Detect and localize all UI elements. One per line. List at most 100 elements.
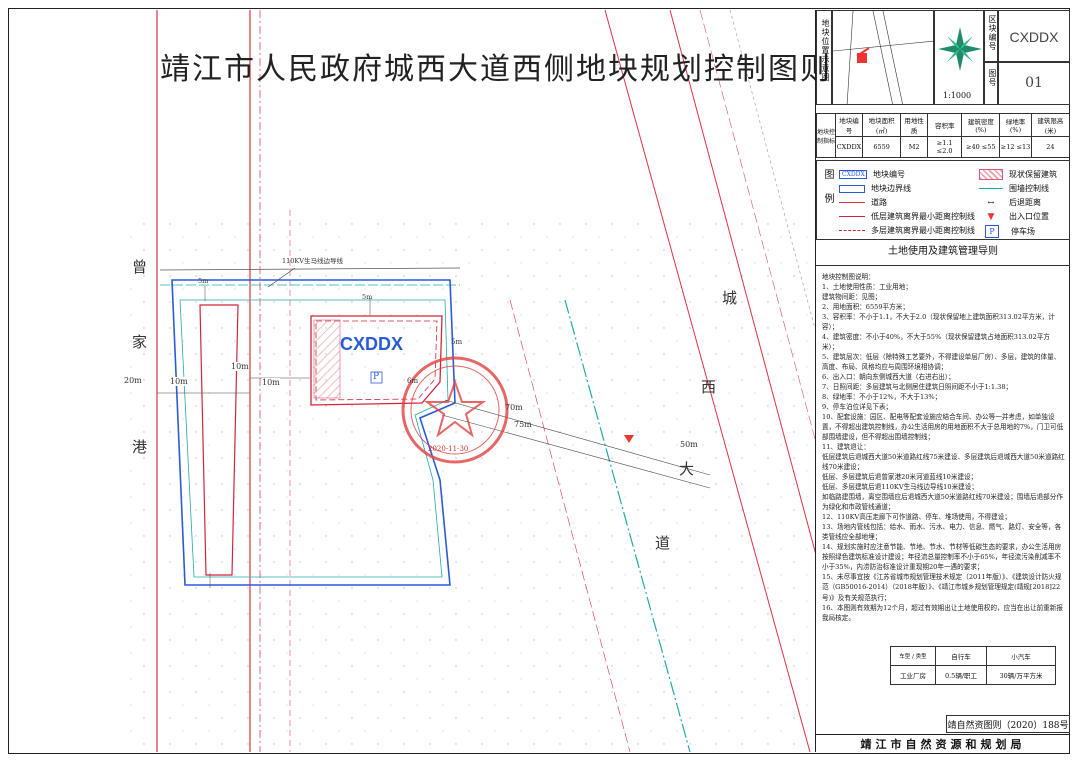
legend-item: 道路 <box>839 197 887 208</box>
rule-line: 9、停车泊位详见下表； <box>822 403 893 412</box>
stamp-date: 2020-11-30 <box>428 445 469 453</box>
entrance-legend-icon: ▼ <box>987 211 995 222</box>
existing-building-swatch-icon <box>979 169 1003 180</box>
parking-corner: 车型 <box>899 654 911 660</box>
parking-icon <box>370 371 383 384</box>
rule-line: 5、建筑层次：低层（除特殊工艺要外，不得建设单层厂房）、多层，建筑的体量、高度、… <box>822 353 1061 372</box>
right-road-edge <box>604 10 811 752</box>
sheet-number: 01 <box>1025 75 1043 91</box>
road-right-char-2: 西 <box>701 378 717 396</box>
district-code-cell: CXDDX <box>998 10 1070 62</box>
legend-label: 图例 <box>822 169 833 217</box>
rule-line: 如临路建围墙，离空围墙应后退城西大道50米道路红线70米建设；围墙后退部分作为绿… <box>822 493 1063 512</box>
location-label-cell: 地块位置示意图 <box>816 10 832 105</box>
rule-line: 地块控制图说明： <box>822 273 875 281</box>
district-label: 区块编号 <box>988 15 997 51</box>
rule-line: 6、出入口：朝向东侧城西大道（右进右出）； <box>822 373 955 382</box>
road-right-char-1: 城 <box>722 289 738 307</box>
rule-line: 11、建筑退让： <box>822 443 870 452</box>
rule-line: 8、绿地率：不小于12%，不大于13%； <box>822 393 942 402</box>
parking-h1: 自行车 <box>935 646 987 666</box>
legend-item: ↔ 后退距离 <box>979 197 1041 208</box>
location-label: 地块位置示意图 <box>821 19 830 82</box>
rule-line: 7、日照间距：多层建筑与北侧居住建筑日照间距不小于1:1.38； <box>822 383 1013 392</box>
index-header: 建筑限高(米) <box>1030 113 1071 137</box>
sheet-label: 图号 <box>988 69 997 87</box>
rule-line: 4、建筑密度：不小于40%，不大于55%（现状保留建筑占地面积313.02平方米… <box>822 333 1051 352</box>
dim-10m-a: 10m <box>170 377 188 386</box>
index-value: ≥40 ≤55 <box>961 136 1001 158</box>
rules-list: 地块控制图说明：1、土地使用性质：工业用地； 建筑物间距：见图；2、用地面积：6… <box>822 272 1066 623</box>
rule-line: 低层建筑后退城西大道50米道路红线75米建设、多层建筑后退城西大道50米道路红线… <box>822 453 1065 472</box>
index-value: ≥1.1 ≤2.0 <box>926 136 963 158</box>
rule-line: 13、场地内管线包括：给水、雨水、污水、电力、信息、燃气、路灯、安全等，各类管线… <box>822 523 1062 542</box>
rules-title: 土地使用及建筑管理导则 <box>816 242 1070 266</box>
road-swatch-icon <box>839 202 865 203</box>
info-panel: 地块位置示意图 1:1000 区块编号 <box>815 10 1071 753</box>
road-left-char-2: 家 <box>132 333 148 351</box>
parking-type-header: 类型 <box>915 654 927 660</box>
index-value: CXDDX <box>835 136 863 158</box>
index-header: 建筑密度(%) <box>961 113 1001 137</box>
road-right-char-4: 道 <box>655 534 671 552</box>
index-header: 地块面积(㎡) <box>861 113 902 137</box>
parking-v1: 0.5辆/职工 <box>935 665 987 685</box>
dim-10m-c: 10m <box>262 378 280 387</box>
index-header: 地块编号 <box>835 113 863 137</box>
issuer: 靖江市自然资源和规划局 <box>816 734 1070 753</box>
rule-line: 建筑物间距：见图； <box>822 293 882 302</box>
index-table: 地块控制指标 地块编号 地块面积(㎡) 用地性质 容积率 建筑密度(%) 绿地率… <box>816 113 1071 158</box>
drawing-frame <box>8 8 1070 754</box>
legend-item: ▼ 出入口位置 <box>979 211 1049 222</box>
rule-line: 1、土地使用性质：工业用地； <box>822 283 912 292</box>
multi-storey-control-line <box>310 315 443 406</box>
power-line-label: 110KV生马线边导线 <box>282 257 343 265</box>
legend-item: CXDDX 地块编号 <box>839 169 905 180</box>
rule-line: 16、本图则有效期为12个月，超过有效期出让土地使用权的，应当在出让前重新报我局… <box>822 603 1063 622</box>
dim-5m-a: 5m <box>198 277 209 285</box>
legend: 图例 CXDDX 地块编号 地块边界线 道路 低层建筑离界最小距离控制线 多层建… <box>816 160 1070 240</box>
multi-storey-swatch-icon <box>839 230 865 231</box>
sheet-no-cell: 01 <box>998 62 1070 105</box>
index-value: 24 <box>1030 136 1071 158</box>
rule-line: 12、110KV高压走廊下可作道路、停车、堆场使用，不得建设； <box>822 513 1011 522</box>
rule-line: 10、配套设施：园区、配电等配套设施应结合车间、办公等一并考虑，如单独设置，不得… <box>822 413 1064 442</box>
district-label-cell: 区块编号 <box>984 10 998 62</box>
legend-item: 地块边界线 <box>839 183 911 194</box>
planning-map <box>120 10 815 752</box>
wall-control-swatch-icon <box>979 188 1003 189</box>
dim-10m-b: 10m <box>231 362 249 371</box>
low-rise-swatch-icon <box>839 216 865 217</box>
road-right-width: 50m <box>680 440 698 449</box>
legend-item: 围墙控制线 <box>979 183 1049 194</box>
parking-legend-icon: P <box>985 225 999 238</box>
boundary-swatch-icon <box>839 184 865 193</box>
index-value: ≥12 ≤13 <box>999 136 1032 158</box>
parking-h2: 小汽车 <box>986 646 1056 666</box>
dim-5m-b: 5m <box>362 293 373 301</box>
existing-building <box>313 319 341 399</box>
compass-cell: 1:1000 <box>934 10 984 105</box>
legend-code-icon: CXDDX <box>839 170 867 179</box>
legend-item: 多层建筑离界最小距离控制线 <box>839 225 975 236</box>
setback-icon: ↔ <box>987 198 995 207</box>
index-value: M2 <box>900 136 928 158</box>
dim-5m-c: 5m <box>451 338 463 346</box>
rule-line: 低层、多层建筑后退曾家港20米河道蓝线10米建设； <box>822 473 978 482</box>
low-rise-control-line <box>199 304 239 576</box>
north-arrow-icon <box>938 27 982 71</box>
location-minimap <box>832 10 934 105</box>
dim-6m: 6m <box>407 377 419 385</box>
district-code: CXDDX <box>1009 29 1059 45</box>
legend-item: P 停车场 <box>979 225 1035 238</box>
parking-row-label: 工业厂房 <box>890 665 936 685</box>
approval-stamp <box>401 356 509 464</box>
parcel-boundary <box>171 279 456 586</box>
sheet-label-cell: 图号 <box>984 62 998 105</box>
legend-item: 现状保留建筑 <box>979 169 1057 180</box>
index-header: 绿地率(%) <box>999 113 1032 137</box>
dim-75m: 75m <box>514 420 532 429</box>
parking-label: P <box>373 372 380 382</box>
rule-line: 3、容积率：不小于1.1，不大于2.0（现状保留地上建筑面积313.02平方米，… <box>822 313 1055 332</box>
index-value: 6559 <box>861 136 902 158</box>
